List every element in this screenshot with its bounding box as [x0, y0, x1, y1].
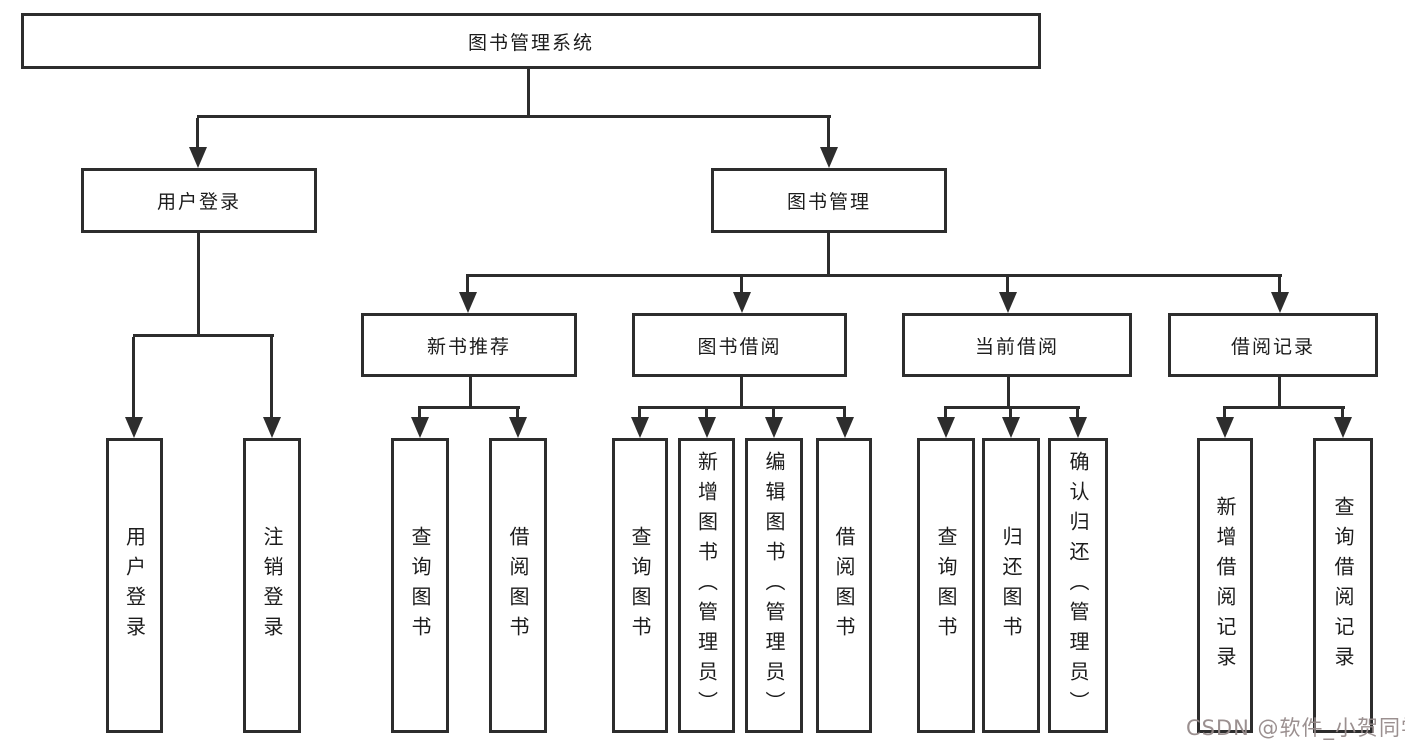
leaf-confirm-return-admin-label: 确认归还（管理员） — [1066, 450, 1090, 721]
arrow-to-user-login — [189, 147, 207, 168]
arrow-to-new-book — [459, 292, 477, 313]
connector-groupB-arm2 — [705, 409, 708, 418]
node-book-mgmt: 图书管理 — [711, 168, 947, 233]
arrow-groupC-leaf2 — [1002, 417, 1020, 438]
connector-user-login-bar — [133, 334, 274, 337]
node-book-mgmt-label: 图书管理 — [786, 191, 871, 213]
leaf-return-book-label: 归还图书 — [999, 525, 1023, 646]
connector-groupC-stem — [1007, 377, 1010, 409]
csdn-watermark: CSDN @软件_小贺同学 — [1186, 716, 1405, 740]
node-current-borrow: 当前借阅 — [902, 313, 1132, 377]
arrow-groupB-leaf4 — [836, 417, 854, 438]
node-library-system-root-label: 图书管理系统 — [467, 31, 594, 54]
connector-groupD-arm1 — [1223, 409, 1226, 418]
arrow-groupC-leaf1 — [937, 417, 955, 438]
connector-groupB-bar — [638, 406, 846, 409]
leaf-confirm-return-admin: 确认归还（管理员） — [1048, 438, 1108, 733]
leaf-add-borrow-record-label: 新增借阅记录 — [1213, 495, 1237, 676]
connector-root-bar — [197, 115, 831, 118]
node-new-book-recommend: 新书推荐 — [361, 313, 577, 377]
connector-arm-new-book — [466, 277, 469, 293]
arrow-to-book-mgmt — [820, 147, 838, 168]
connector-arm-current-borrow — [1006, 277, 1009, 293]
connector-groupC-arm2 — [1009, 409, 1012, 418]
connector-groupB-arm3 — [772, 409, 775, 418]
arrow-groupB-leaf3 — [765, 417, 783, 438]
connector-groupC-arm3 — [1076, 409, 1079, 418]
arrow-groupA-leaf1 — [411, 417, 429, 438]
node-current-borrow-label: 当前借阅 — [974, 335, 1059, 358]
leaf-query-borrow-record-label: 查询借阅记录 — [1331, 495, 1355, 676]
node-book-borrow-label: 图书借阅 — [697, 335, 782, 358]
node-borrow-record-label: 借阅记录 — [1230, 335, 1315, 358]
leaf-borrow-book-a-label: 借阅图书 — [506, 525, 530, 646]
leaf-query-book-b: 查询图书 — [612, 438, 668, 733]
leaf-query-borrow-record: 查询借阅记录 — [1313, 438, 1373, 733]
connector-book-mgmt-bar — [466, 274, 1282, 277]
node-library-system-root: 图书管理系统 — [21, 13, 1041, 69]
connector-groupB-arm4 — [843, 409, 846, 418]
arrow-to-book-borrow — [733, 292, 751, 313]
leaf-query-book-c: 查询图书 — [917, 438, 975, 733]
connector-root-stem — [527, 69, 530, 118]
leaf-query-book-a-label: 查询图书 — [408, 525, 432, 646]
leaf-query-book-b-label: 查询图书 — [628, 525, 652, 646]
arrow-to-leaf-logout — [263, 417, 281, 438]
node-new-book-recommend-label: 新书推荐 — [426, 335, 511, 358]
connector-arm-leaf-user-login — [132, 337, 135, 418]
node-book-borrow: 图书借阅 — [632, 313, 847, 377]
connector-arm-user-login — [196, 118, 199, 148]
arrow-groupB-leaf2 — [698, 417, 716, 438]
leaf-query-book-a: 查询图书 — [391, 438, 449, 733]
connector-arm-book-mgmt — [827, 118, 830, 148]
connector-groupA-stem — [469, 377, 472, 409]
leaf-borrow-book-b-label: 借阅图书 — [832, 525, 856, 646]
arrow-to-borrow-record — [1271, 292, 1289, 313]
arrow-groupA-leaf2 — [509, 417, 527, 438]
connector-groupA-bar — [418, 406, 520, 409]
connector-groupD-stem — [1278, 377, 1281, 409]
leaf-add-borrow-record: 新增借阅记录 — [1197, 438, 1253, 733]
connector-groupC-bar — [944, 406, 1080, 409]
connector-book-mgmt-stem — [827, 233, 830, 277]
leaf-borrow-book-b: 借阅图书 — [816, 438, 872, 733]
leaf-edit-book-admin: 编辑图书（管理员） — [745, 438, 803, 733]
leaf-add-book-admin-label: 新增图书（管理员） — [694, 450, 719, 721]
connector-groupD-arm2 — [1341, 409, 1344, 418]
arrow-groupC-leaf3 — [1069, 417, 1087, 438]
arrow-to-current-borrow — [999, 292, 1017, 313]
node-user-login: 用户登录 — [81, 168, 317, 233]
connector-arm-book-borrow — [740, 277, 743, 293]
connector-groupB-arm1 — [638, 409, 641, 418]
leaf-edit-book-admin-label: 编辑图书（管理员） — [762, 450, 786, 721]
node-user-login-label: 用户登录 — [156, 191, 241, 213]
leaf-logout-label: 注销登录 — [260, 525, 284, 646]
connector-groupA-arm2 — [516, 409, 519, 418]
connector-arm-leaf-logout — [270, 337, 273, 418]
leaf-user-login-label: 用户登录 — [122, 525, 147, 646]
arrow-groupB-leaf1 — [631, 417, 649, 438]
leaf-add-book-admin: 新增图书（管理员） — [678, 438, 735, 733]
arrow-groupD-leaf2 — [1334, 417, 1352, 438]
leaf-query-book-c-label: 查询图书 — [934, 525, 958, 646]
leaf-borrow-book-a: 借阅图书 — [489, 438, 547, 733]
connector-groupA-arm1 — [418, 409, 421, 418]
leaf-return-book: 归还图书 — [982, 438, 1040, 733]
arrow-groupD-leaf1 — [1216, 417, 1234, 438]
connector-groupB-stem — [740, 377, 743, 409]
leaf-user-login: 用户登录 — [106, 438, 163, 733]
leaf-logout: 注销登录 — [243, 438, 301, 733]
node-borrow-record: 借阅记录 — [1168, 313, 1378, 377]
connector-arm-borrow-record — [1278, 277, 1281, 293]
connector-groupC-arm1 — [944, 409, 947, 418]
connector-groupD-bar — [1223, 406, 1345, 409]
arrow-to-leaf-user-login — [125, 417, 143, 438]
connector-user-login-stem — [197, 233, 200, 337]
